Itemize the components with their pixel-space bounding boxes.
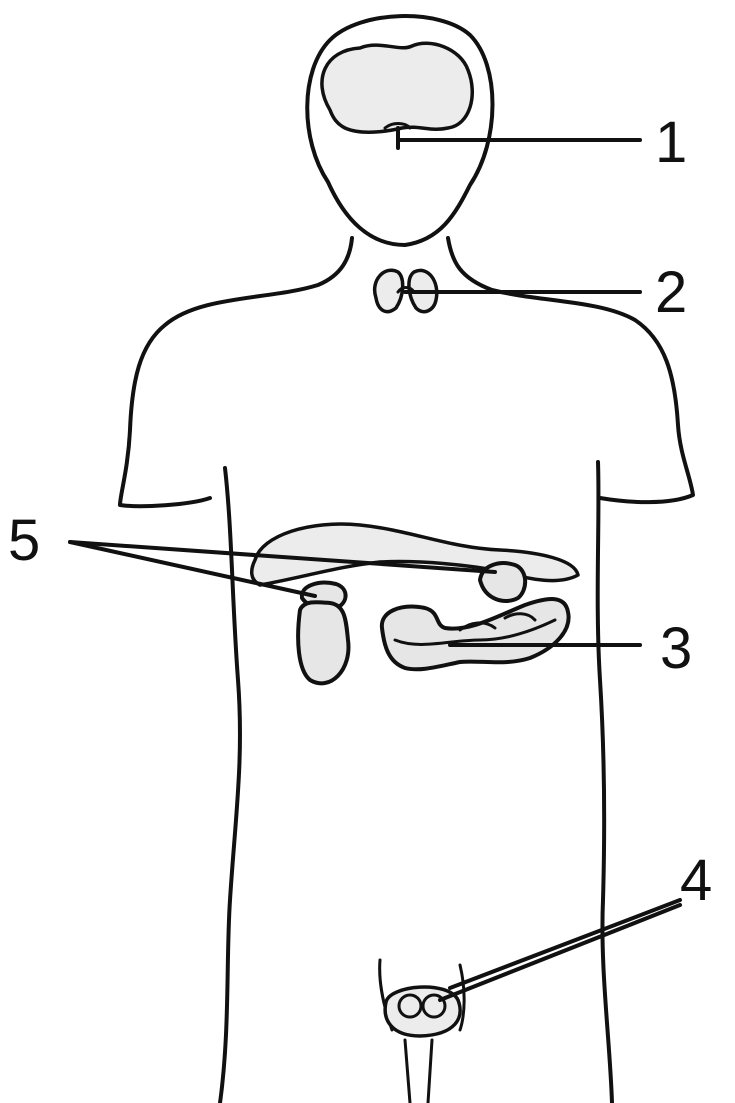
brain bbox=[322, 43, 472, 132]
torso-left-side bbox=[220, 468, 240, 1103]
label-4: 4 bbox=[680, 848, 712, 913]
label-2: 2 bbox=[655, 260, 687, 325]
label-5: 5 bbox=[8, 508, 40, 573]
liver bbox=[252, 524, 578, 585]
left-kidney bbox=[298, 602, 348, 683]
leader-4b bbox=[450, 900, 680, 988]
pancreas bbox=[382, 599, 569, 669]
label-3: 3 bbox=[660, 616, 692, 681]
left-neck bbox=[120, 238, 352, 506]
label-1: 1 bbox=[655, 110, 687, 175]
torso-right-side bbox=[598, 462, 612, 1103]
leader-4a bbox=[440, 905, 680, 1000]
right-adrenal-gland bbox=[480, 563, 525, 601]
